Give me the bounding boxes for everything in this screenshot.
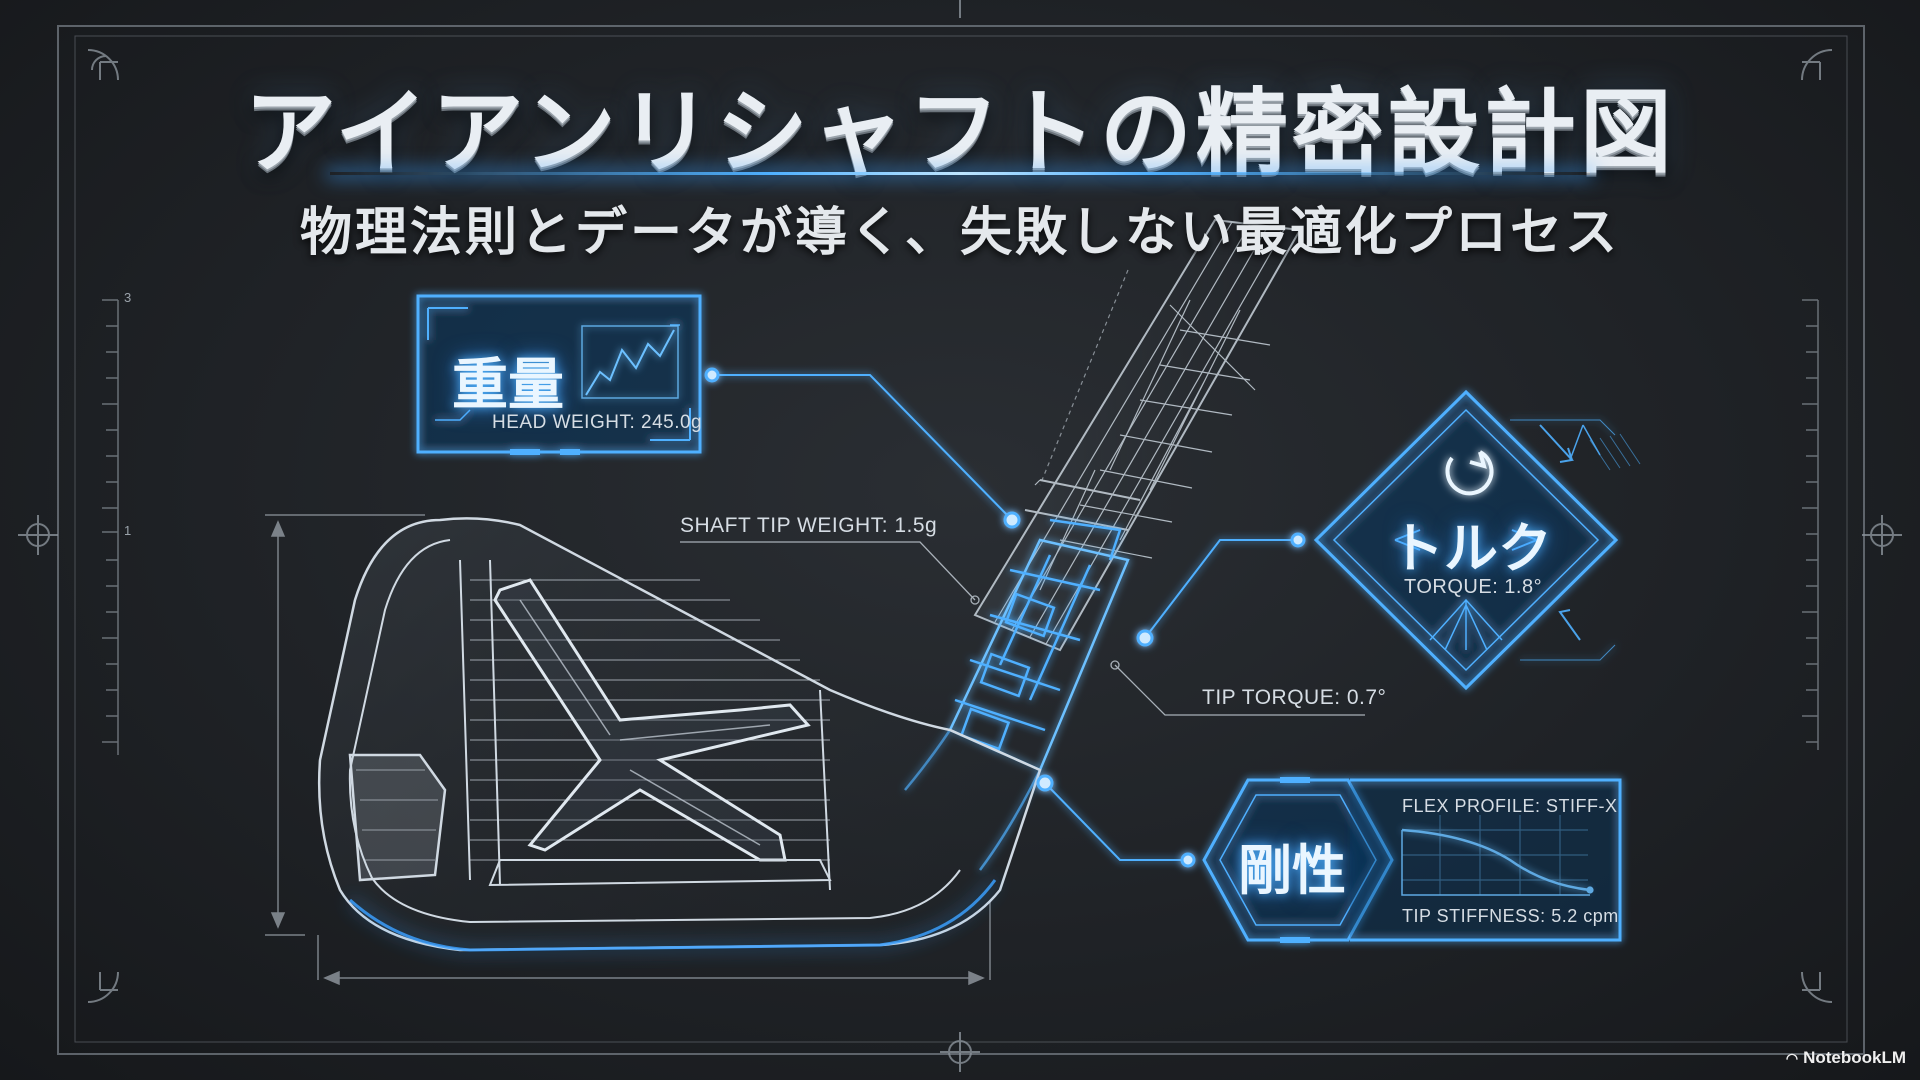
crosshair-marks [18, 0, 1902, 1072]
flex-profile-text: FLEX PROFILE: STIFF-X [1402, 796, 1618, 816]
iron-head [317, 517, 1042, 952]
page-title: アイアンリシャフトの精密設計図 [244, 79, 1676, 186]
stiffness-label: 剛性 [1238, 839, 1346, 902]
weight-panel-frame [416, 294, 702, 455]
weight-chart-icon [581, 325, 679, 399]
head-weight-text: HEAD WEIGHT: 245.0g [492, 412, 703, 433]
right-ruler [1802, 299, 1819, 750]
notebooklm-watermark[interactable]: ◠NotebookLM [1786, 1048, 1906, 1068]
ruler-mark-middle: 1 [124, 523, 132, 538]
torque-diamond [1313, 389, 1619, 691]
tip-stiffness-text: TIP STIFFNESS: 5.2 cpm [1402, 906, 1619, 926]
page-subtitle: 物理法則とデータが導く、失敗しない最適化プロセス [299, 203, 1620, 263]
rotation-icon [1445, 450, 1494, 496]
pointer-lines [680, 541, 1365, 716]
title-underline-glow [330, 172, 1590, 175]
watermark-text: NotebookLM [1803, 1048, 1906, 1067]
ruler-mark-top: 3 [124, 290, 132, 305]
dimension-lines [265, 514, 991, 986]
leader-lines [712, 374, 1298, 861]
tip-torque-text: TIP TORQUE: 0.7° [1202, 686, 1387, 709]
stiffness-hexagon [1202, 777, 1394, 943]
left-ruler [102, 299, 119, 755]
notebooklm-logo-icon: ◠ [1785, 1050, 1799, 1066]
torque-arrows [1539, 424, 1641, 641]
leader-dots [704, 367, 1306, 868]
shaft-tip-weight-text: SHAFT TIP WEIGHT: 1.5g [680, 514, 938, 537]
golf-shaft [973, 218, 1302, 652]
sole-glow [348, 879, 997, 952]
corner-marks [87, 49, 1833, 1003]
torque-label: トルク [1390, 517, 1552, 580]
weight-label: 重量 [452, 353, 564, 418]
flex-profile-chart [1401, 815, 1594, 896]
stiffness-panel-frame [1350, 778, 1622, 942]
torque-value-text: TORQUE: 1.8° [1404, 576, 1543, 598]
